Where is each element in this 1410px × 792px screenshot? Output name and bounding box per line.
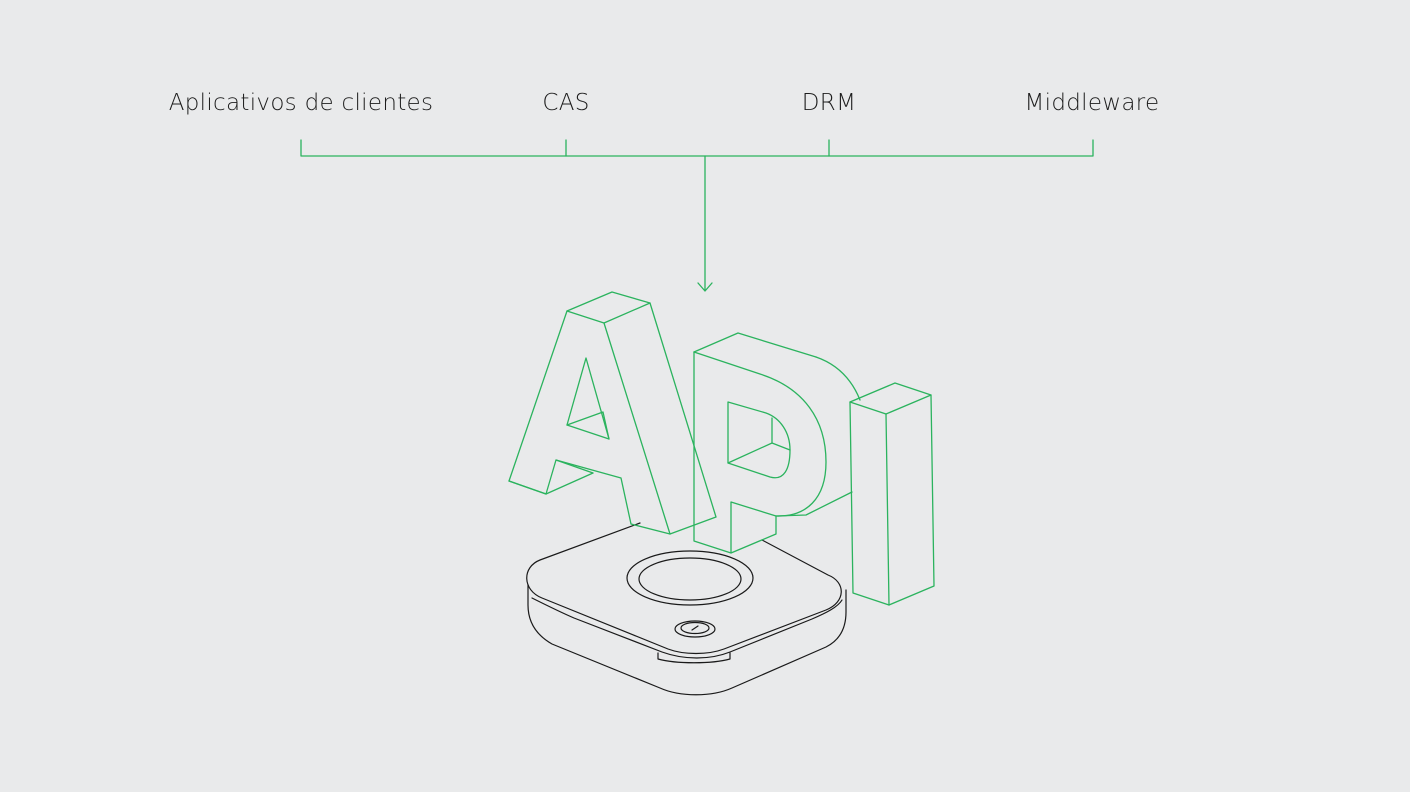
source-label-middleware: Middleware [1024,90,1160,116]
connector-bracket [300,139,1094,292]
letter-i-icon [849,382,935,606]
source-label-aplicativos: Aplicativos de clientes [168,90,434,116]
set-top-box-icon [526,522,847,696]
letter-p-icon [693,332,861,554]
letter-a-icon [508,291,717,535]
source-label-drm: DRM [801,90,857,116]
source-label-cas: CAS [542,90,590,116]
arrow-head-icon [697,282,713,292]
